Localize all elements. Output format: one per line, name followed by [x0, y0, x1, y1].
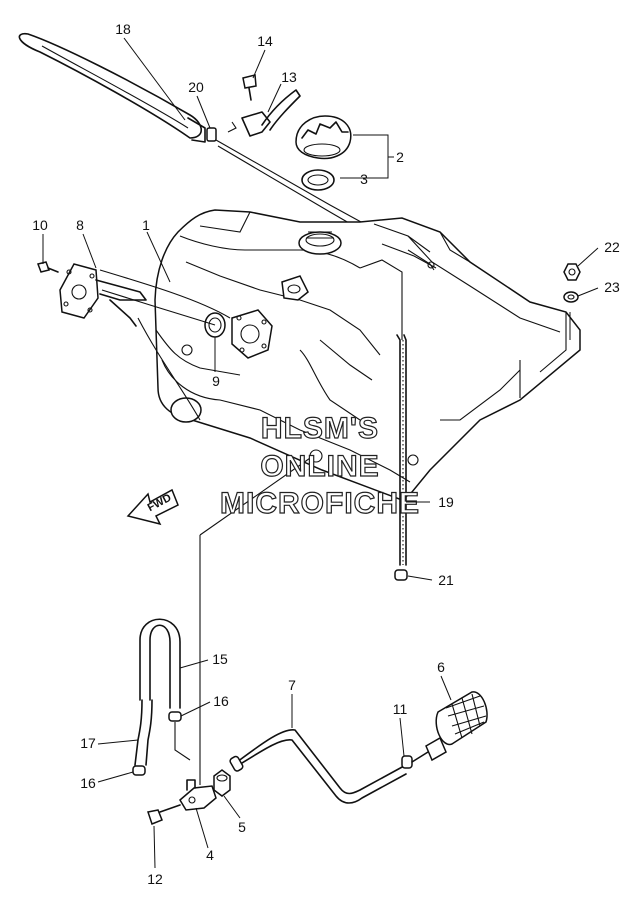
callout-20: 20: [188, 79, 204, 95]
fuel-hose-7[interactable]: [229, 729, 407, 804]
callout-3: 3: [360, 171, 368, 187]
callout-13: 13: [281, 69, 297, 85]
callout-6: 6: [437, 659, 445, 675]
callout-1: 1: [142, 217, 150, 233]
screw-12[interactable]: [147, 804, 181, 825]
hose-clamp-5[interactable]: [213, 769, 231, 797]
callout-14: 14: [257, 33, 273, 49]
forward-direction-arrow: FWD: [126, 488, 179, 526]
hose-clip-20[interactable]: [206, 127, 217, 142]
screw-10[interactable]: [37, 261, 59, 273]
fuel-filter-6[interactable]: [411, 691, 488, 763]
callout-9: 9: [212, 373, 220, 389]
callout-5: 5: [238, 819, 246, 835]
watermark-line-2: ONLINE: [260, 450, 379, 483]
callout-15: 15: [212, 651, 228, 667]
callout-11: 11: [393, 701, 408, 717]
callout-16-upper: 16: [213, 693, 229, 709]
fuel-cock-4[interactable]: [179, 779, 217, 811]
hose-15[interactable]: [139, 618, 181, 709]
fuel-cap-2[interactable]: [295, 115, 352, 160]
callout-leaders: [42, 37, 599, 869]
callout-8: 8: [76, 217, 84, 233]
fuel-tank-1[interactable]: [154, 209, 581, 501]
washer-23[interactable]: [563, 291, 579, 303]
callout-4: 4: [206, 847, 214, 863]
watermark-line-3: MICROFICHE: [220, 487, 420, 520]
callout-7: 7: [288, 677, 296, 693]
nut-22[interactable]: [563, 263, 581, 281]
callout-17: 17: [80, 735, 96, 751]
callout-21: 21: [438, 572, 454, 588]
cap-21[interactable]: [394, 569, 408, 581]
watermark-line-1: HLSM'S: [261, 412, 379, 445]
callout-18: 18: [115, 21, 131, 37]
callout-10: 10: [32, 217, 48, 233]
callout-22: 22: [604, 239, 620, 255]
clamp-16-upper[interactable]: [168, 711, 182, 722]
callout-23: 23: [604, 279, 620, 295]
gasket-3[interactable]: [301, 169, 335, 191]
hose-17[interactable]: [134, 699, 153, 766]
callout-numbers: 18 14 13 20 2 3 10 8 1 22 23 9 19 21 15 …: [32, 21, 620, 887]
bolt-14[interactable]: [242, 74, 257, 101]
callout-16-lower: 16: [80, 775, 96, 791]
clamp-16-lower[interactable]: [132, 765, 146, 776]
drain-tube-19[interactable]: [396, 334, 407, 566]
callout-19: 19: [438, 494, 454, 510]
clip-11[interactable]: [401, 755, 413, 769]
level-gauge-8[interactable]: [59, 263, 216, 327]
watermark: HLSM'S ONLINE MICROFICHE: [219, 411, 420, 520]
callout-12: 12: [147, 871, 163, 887]
vent-fitting-13[interactable]: [227, 89, 301, 137]
breather-hose-18[interactable]: [18, 32, 206, 143]
callout-2: 2: [396, 149, 404, 165]
